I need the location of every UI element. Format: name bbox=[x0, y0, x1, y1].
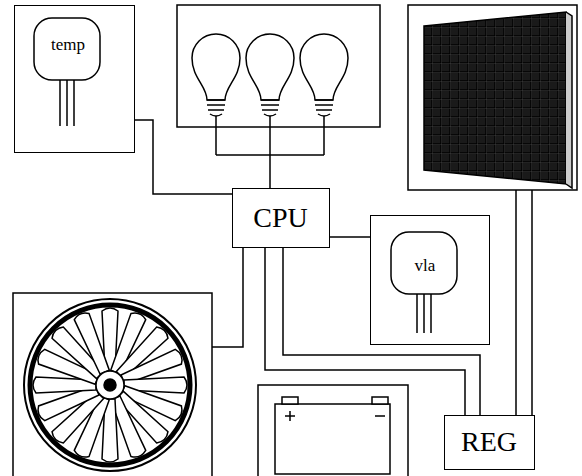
sensor-box: temp bbox=[14, 5, 135, 153]
wire bbox=[135, 120, 232, 194]
battery bbox=[258, 385, 408, 476]
node-label: REG bbox=[461, 428, 517, 456]
wire bbox=[330, 236, 370, 238]
cpu-box: CPU bbox=[232, 188, 330, 248]
node-label: vla bbox=[415, 257, 436, 274]
fan bbox=[13, 248, 243, 476]
temp-sensor-icon bbox=[34, 18, 100, 126]
solar-panel bbox=[408, 5, 577, 415]
lamps bbox=[177, 5, 380, 188]
sensor-box: vla bbox=[370, 215, 490, 345]
vla-sensor-icon bbox=[391, 232, 457, 333]
wire bbox=[283, 248, 480, 415]
node-label: temp bbox=[51, 36, 85, 53]
regulator-box: REG bbox=[444, 415, 535, 470]
wire bbox=[265, 248, 465, 415]
node-label: CPU bbox=[253, 204, 307, 232]
